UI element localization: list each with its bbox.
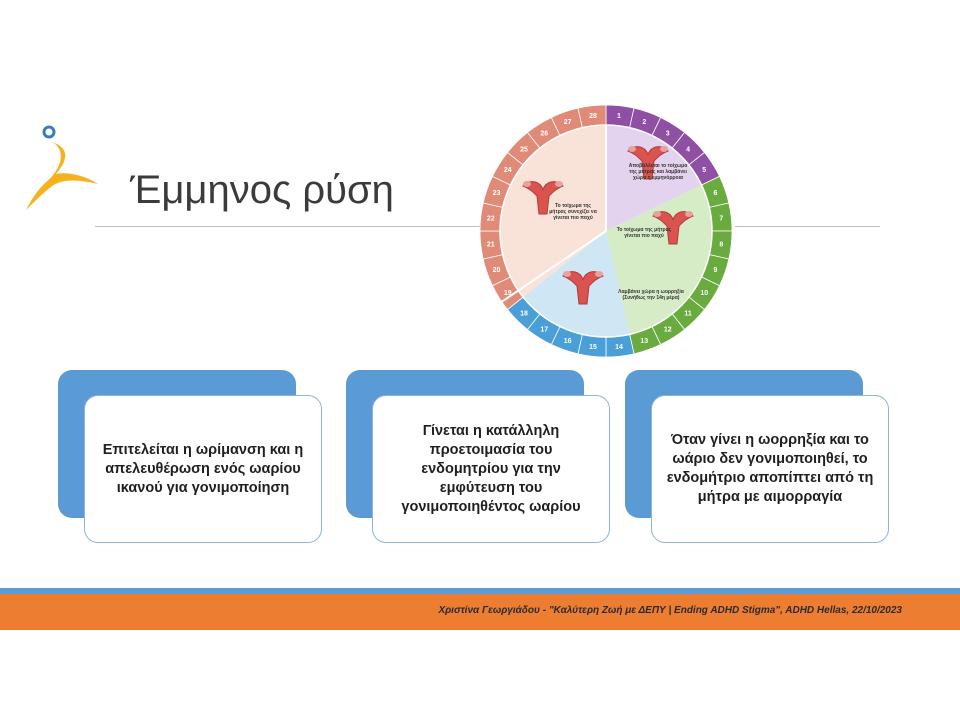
page-title: Έμμηνος ρύση (130, 168, 394, 212)
cycle-day-label: 2 (642, 119, 646, 126)
caption-thickening: Το τοίχωμα της μήτρας γίνεται πιο παχύ (616, 227, 672, 239)
cycle-day-label: 4 (686, 146, 690, 153)
footer-credit: Χριστίνα Γεωργιάδου - "Καλύτερη Ζωή με Δ… (438, 605, 902, 616)
uterus-illustration-4 (522, 181, 564, 215)
cycle-day-label: 5 (702, 167, 706, 174)
card-2: Γίνεται η κατάλληλη προετοιμασία του ενδ… (372, 395, 610, 543)
cycle-day-label: 1 (617, 113, 621, 120)
card-3: Όταν γίνει η ωορρηξία και το ωάριο δεν γ… (651, 395, 889, 543)
card-1-text: Επιτελείται η ωρίμανση και η απελευθέρωσ… (102, 441, 304, 496)
card-1: Επιτελείται η ωρίμανση και η απελευθέρωσ… (84, 395, 322, 543)
cycle-day-label: 16 (564, 338, 572, 345)
caption-ovulation: Λαμβάνει χώρα η ωορρηξία (Συνήθως την 14… (618, 289, 684, 301)
cycle-day-label: 13 (640, 338, 648, 345)
logo-head (42, 125, 56, 139)
cycle-day-label: 7 (719, 216, 723, 223)
cycle-day-label: 17 (540, 327, 548, 334)
uterus-illustration-2 (652, 211, 694, 245)
cycle-day-label: 10 (700, 290, 708, 297)
cycle-day-label: 19 (504, 290, 512, 297)
cycle-day-label: 22 (487, 216, 495, 223)
footer-blue-bar (0, 588, 960, 594)
cycle-day-label: 12 (664, 327, 672, 334)
cycle-day-label: 15 (589, 344, 597, 351)
uterus-illustration-3 (562, 271, 604, 305)
cycle-day-label: 27 (564, 119, 572, 126)
footer-orange-bar: Χριστίνα Γεωργιάδου - "Καλύτερη Ζωή με Δ… (0, 594, 960, 630)
cycle-day-label: 18 (520, 311, 528, 318)
menstrual-cycle-diagram: 1234567891011121314151617181920212223242… (479, 104, 733, 358)
cycle-day-label: 25 (520, 146, 528, 153)
cycle-day-label: 28 (589, 113, 597, 120)
cycle-phase-sector (500, 125, 606, 298)
uterus-illustration-1 (627, 146, 669, 180)
cycle-phase-sector (606, 185, 712, 335)
caption-menstruation: Αποβάλλεται το τοίχωμα της μήτρας και λα… (628, 163, 688, 181)
cycle-day-label: 11 (684, 311, 692, 318)
cycle-day-label: 9 (714, 267, 718, 274)
cycle-day-label: 3 (666, 130, 670, 137)
cycle-day-label: 24 (504, 167, 512, 174)
ribbon-logo-icon (26, 125, 98, 210)
cycle-day-label: 6 (714, 190, 718, 197)
cycle-day-label: 20 (493, 267, 501, 274)
cycle-day-label: 14 (615, 344, 623, 351)
logo-ribbon (26, 142, 98, 210)
cycle-day-label: 26 (540, 130, 548, 137)
card-2-text: Γίνεται η κατάλληλη προετοιμασία του ενδ… (401, 422, 581, 515)
caption-continues-thickening: Το τοίχωμα της μήτρας συνεχίζει να γίνετ… (549, 203, 597, 221)
cycle-day-label: 8 (719, 241, 723, 248)
cycle-day-label: 23 (493, 190, 501, 197)
card-3-text: Όταν γίνει η ωορρηξία και το ωάριο δεν γ… (666, 432, 874, 505)
cycle-day-label: 21 (487, 241, 495, 248)
title-rule-left (95, 226, 480, 227)
title-rule-right (735, 226, 880, 227)
